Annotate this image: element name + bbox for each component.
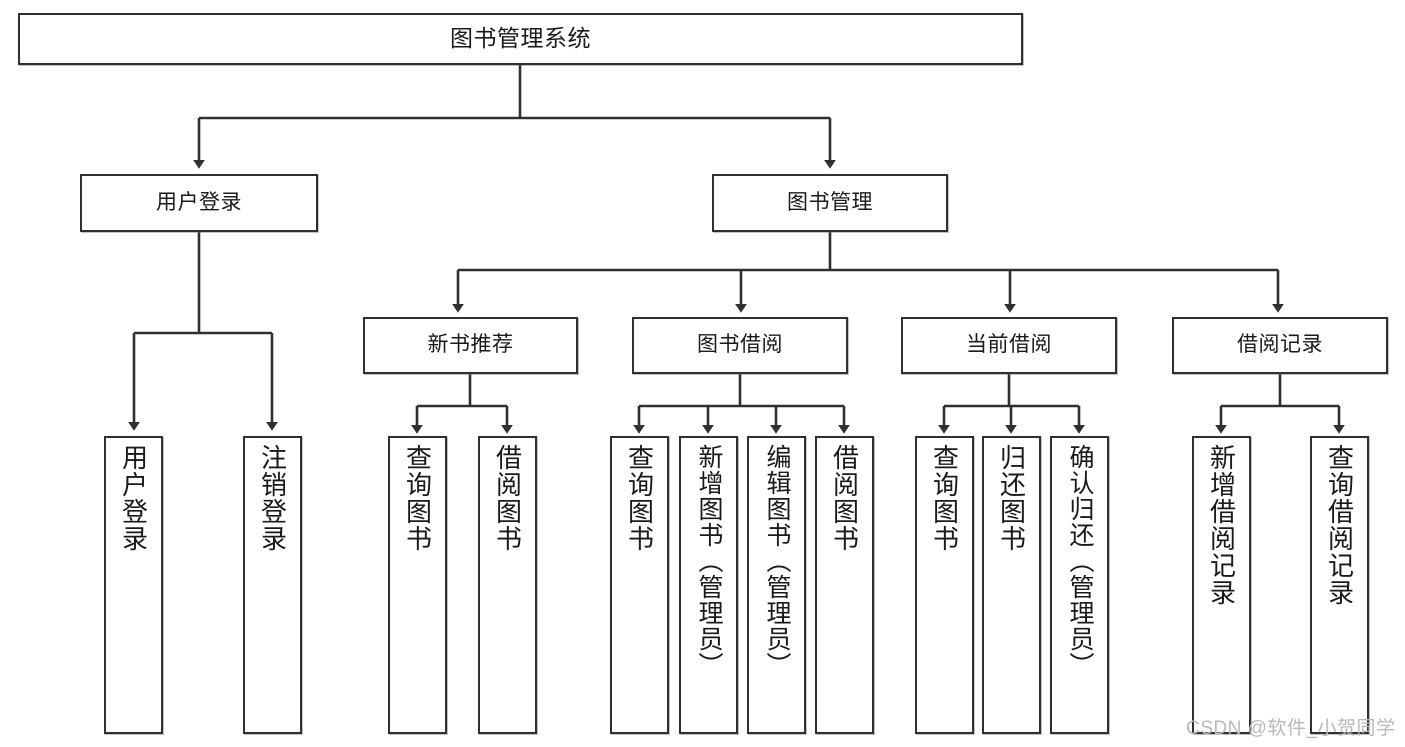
leaf-current-query-book[interactable]: 查询图书: [915, 436, 974, 734]
leaf-borrow-borrow-book[interactable]: 借阅图书: [815, 436, 874, 734]
leaf-records-query-record[interactable]: 查询借阅记录: [1310, 436, 1369, 734]
node-label: 新增借阅记录: [1206, 444, 1237, 606]
node-label: 用户登录: [118, 444, 149, 552]
leaf-current-confirm-return-admin[interactable]: 确认归还（管理员）: [1050, 436, 1109, 734]
leaf-borrow-edit-book-admin[interactable]: 编辑图书（管理员）: [747, 436, 806, 734]
csdn-watermark: CSDN @软件_小贺同学: [1186, 718, 1396, 739]
node-label: 归还图书: [996, 444, 1027, 552]
node-book-borrow[interactable]: 图书借阅: [632, 317, 848, 374]
node-root-system[interactable]: 图书管理系统: [18, 13, 1023, 65]
node-label: 图书借阅: [697, 333, 783, 357]
node-label: 查询借阅记录: [1324, 444, 1355, 606]
node-label: 查询图书: [402, 444, 433, 552]
leaf-recommend-borrow-book[interactable]: 借阅图书: [478, 436, 537, 734]
node-label: 注销登录: [257, 444, 288, 552]
leaf-borrow-add-book-admin[interactable]: 新增图书（管理员）: [679, 436, 738, 734]
leaf-recommend-query-book[interactable]: 查询图书: [388, 436, 447, 734]
node-current-borrow[interactable]: 当前借阅: [901, 317, 1117, 374]
leaf-current-return-book[interactable]: 归还图书: [982, 436, 1041, 734]
node-label: 查询图书: [929, 444, 960, 552]
node-label: 编辑图书（管理员）: [763, 444, 791, 678]
node-new-book-recommend[interactable]: 新书推荐: [363, 317, 578, 374]
leaf-borrow-query-book[interactable]: 查询图书: [610, 436, 669, 734]
node-label: 用户登录: [156, 190, 242, 214]
node-label: 图书管理系统: [450, 25, 591, 52]
node-label: 确认归还（管理员）: [1066, 444, 1094, 678]
node-label: 图书管理: [787, 190, 873, 214]
node-borrow-records[interactable]: 借阅记录: [1172, 317, 1388, 374]
leaf-user-login-login[interactable]: 用户登录: [104, 436, 163, 734]
node-user-login[interactable]: 用户登录: [80, 174, 318, 232]
node-label: 查询图书: [624, 444, 655, 552]
leaf-records-add-record[interactable]: 新增借阅记录: [1192, 436, 1251, 734]
node-label: 借阅图书: [492, 444, 523, 552]
node-label: 借阅图书: [829, 444, 860, 552]
node-book-management[interactable]: 图书管理: [712, 174, 948, 232]
leaf-user-login-logout[interactable]: 注销登录: [243, 436, 302, 734]
node-label: 新书推荐: [427, 333, 514, 357]
node-label: 借阅记录: [1237, 333, 1323, 357]
node-label: 新增图书（管理员）: [695, 444, 723, 678]
node-label: 当前借阅: [966, 333, 1052, 357]
